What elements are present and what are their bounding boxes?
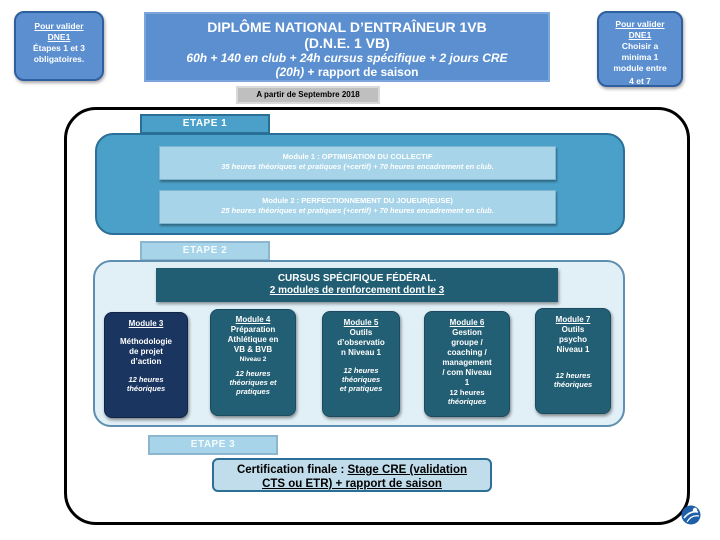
module7-hours: théoriques [553,380,593,389]
module5-hours: théoriques [341,375,381,384]
title-line1: DIPLÔME NATIONAL D’ENTRAÎNEUR 1VB [207,19,487,35]
module2-title: Module 2 : PERFECTIONNEMENT DU JOUEUR(EU… [262,196,453,205]
module5-box: Module 5 Outils d’observatio n Niveau 1 … [322,311,400,417]
module6-line: 1 [464,378,470,387]
cursus-title: CURSUS SPÉCIFIQUE FÉDÉRAL. [277,273,437,284]
module4-level: Niveau 2 [239,356,267,363]
right-note-title: Pour valider [615,19,665,29]
right-note: Pour valider DNE1 Choisir a minima 1 mod… [597,11,683,87]
module3-line: de projet [129,347,163,356]
module6-line: management [442,358,492,367]
module6-line: groupe / [451,338,483,347]
left-note-link: DNE1 [47,32,71,42]
title-line4: (20h) + rapport de saison [146,65,548,79]
module7-box: Module 7 Outils psycho Niveau 1 12 heure… [535,308,611,414]
module3-hours: théoriques [126,384,166,393]
module4-hours: pratiques [236,387,270,396]
left-note-title: Pour valider [34,21,84,31]
cert-line2: CTS ou ETR) + rapport de saison [262,478,442,490]
module7-hours: 12 heures [555,371,591,380]
module4-box: Module 4 Préparation Athlétique en VB & … [210,309,296,416]
module6-line: Gestion [452,328,482,337]
cert-line1: Certification finale : Stage CRE (valida… [214,463,490,477]
right-note-line1: Choisir a [621,41,659,51]
right-note-link: DNE1 [628,30,652,40]
module4-line: VB & BVB [233,345,273,354]
etape3-tab: ETAPE 3 [148,435,278,455]
title-line4-rest: + rapport de saison [304,65,419,79]
etape1-tab: ETAPE 1 [140,114,270,134]
module6-line: / com Niveau [442,368,492,377]
module5-number: Module 5 [343,318,379,327]
module1-title: Module 1 : OPTIMISATION DU COLLECTIF [282,152,433,161]
cursus-subtitle: 2 modules de renforcement dont le 3 [269,285,445,296]
module3-line: Méthodologie [120,337,172,346]
module5-line: d’observatio [337,338,385,347]
module3-hours: 12 heures [128,375,164,384]
module6-box: Module 6 Gestion groupe / coaching / man… [424,311,510,417]
module5-hours: 12 heures [343,366,379,375]
cursus-header: CURSUS SPÉCIFIQUE FÉDÉRAL. 2 modules de … [156,268,558,302]
title-line4-italic: (20h) [275,65,305,79]
module4-number: Module 4 [235,315,271,324]
module6-line: coaching / [447,348,487,357]
module7-line: Outils [561,325,585,334]
module1-box: Module 1 : OPTIMISATION DU COLLECTIF 35 … [159,146,556,180]
left-note: Pour valider DNE1 Étapes 1 et 3 obligato… [14,11,104,81]
module7-number: Module 7 [555,315,591,324]
module6-number: Module 6 [449,318,485,327]
module4-line: Préparation [230,325,276,334]
right-note-line2: minima 1 [621,52,659,62]
cert-prefix: Certification finale : [236,464,348,476]
module3-line: d’action [130,357,162,366]
module5-line: n Niveau 1 [340,348,381,357]
module5-line: Outils [349,328,373,337]
cert-underlined: Stage CRE (validation [347,464,468,476]
module6-hours: 12 heures [449,388,485,397]
right-note-line4: 4 et 7 [629,76,651,86]
page-title: DIPLÔME NATIONAL D’ENTRAÎNEUR 1VB (D.N.E… [144,12,550,82]
left-note-line1: Étapes 1 et 3 [33,43,85,53]
module2-box: Module 2 : PERFECTIONNEMENT DU JOUEUR(EU… [159,190,556,224]
etape2-tab: ETAPE 2 [140,241,270,261]
module4-hours: 12 heures [235,369,271,378]
module4-hours: théoriques et [229,378,277,387]
module3-box: Module 3 Méthodologie de projet d’action… [104,312,188,418]
final-certification: Certification finale : Stage CRE (valida… [212,458,492,492]
module6-hours: théoriques [447,397,487,406]
date-label: A partir de Septembre 2018 [236,86,380,104]
module5-hours: et pratiques [339,384,383,393]
module4-line: Athlétique en [227,335,279,344]
module3-number: Module 3 [128,319,164,328]
volleyball-logo-icon [681,505,701,525]
module1-desc: 35 heures théoriques et pratiques (+cert… [221,162,494,171]
module7-line: psycho [558,335,587,344]
left-note-line2: obligatoires. [33,54,85,64]
title-line3: 60h + 140 en club + 24h cursus spécifiqu… [186,51,508,65]
module2-desc: 25 heures théoriques et pratiques (+cert… [221,206,494,215]
module7-line: Niveau 1 [556,345,590,354]
right-note-line3: module entre [613,63,667,73]
title-line2: (D.N.E. 1 VB) [304,35,390,51]
